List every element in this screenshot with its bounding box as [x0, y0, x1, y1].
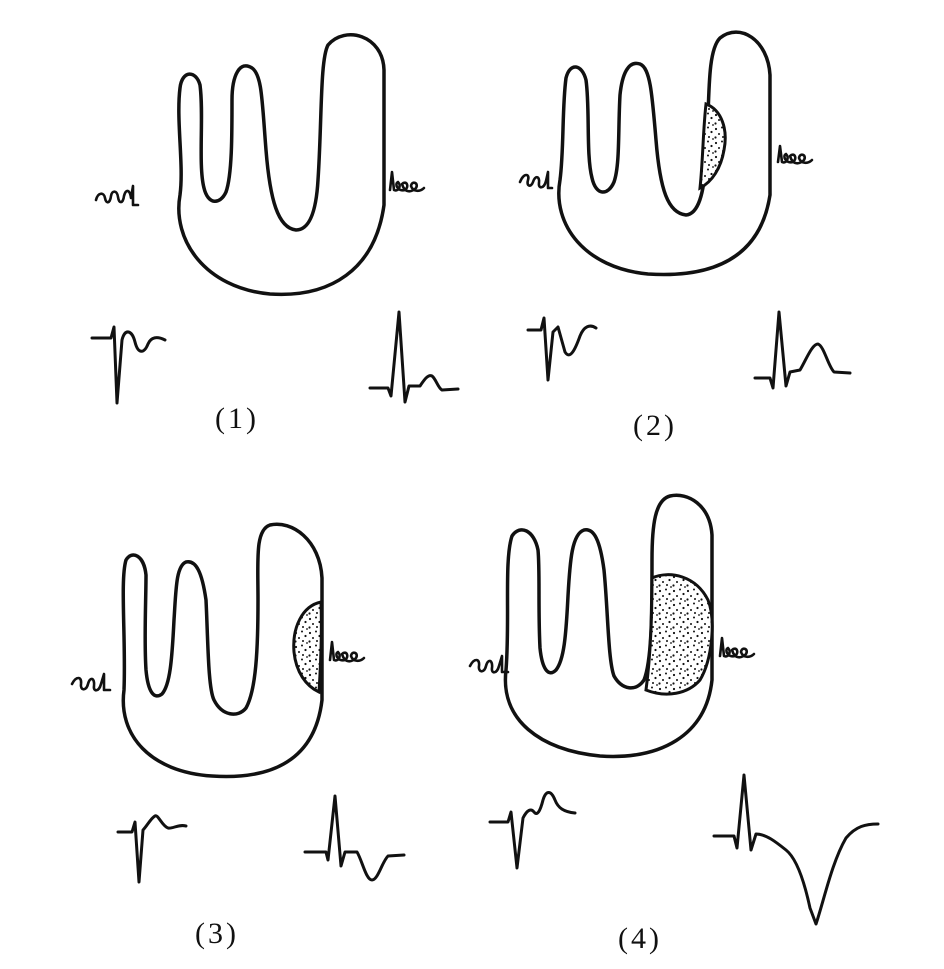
left-ecg-trace — [90, 325, 167, 405]
right-electrode-scribble — [388, 170, 426, 193]
left-ecg-trace — [526, 316, 598, 382]
left-ecg-trace — [116, 814, 188, 884]
transmural-lesion — [644, 573, 714, 696]
subendocardial-lesion — [698, 101, 727, 191]
left-ecg-trace — [488, 791, 577, 870]
right-electrode-scribble — [776, 144, 814, 165]
right-ecg-trace — [368, 310, 460, 404]
heart-outline — [503, 493, 714, 759]
right-ecg-trace — [712, 773, 880, 926]
panel-3: (3) — [70, 522, 406, 950]
panel-4: (4) — [468, 493, 880, 955]
right-electrode-scribble — [718, 636, 756, 659]
left-electrode-scribble — [70, 672, 112, 692]
left-electrode-scribble — [94, 184, 140, 207]
heart-outline — [121, 522, 324, 779]
panel-2: (2) — [518, 30, 852, 442]
panel-label: (2) — [633, 409, 677, 442]
heart-outline — [177, 33, 386, 297]
panel-label: (1) — [215, 402, 259, 435]
left-electrode-scribble — [468, 654, 510, 674]
right-ecg-trace — [303, 794, 406, 882]
panel-label: (3) — [195, 917, 239, 950]
panel-1: (1) — [90, 33, 460, 435]
right-electrode-scribble — [328, 640, 366, 663]
right-ecg-trace — [753, 310, 852, 390]
panel-label: (4) — [618, 922, 662, 955]
subepicardial-lesion — [292, 600, 323, 695]
left-electrode-scribble — [518, 170, 554, 190]
heart-outline — [557, 30, 772, 277]
